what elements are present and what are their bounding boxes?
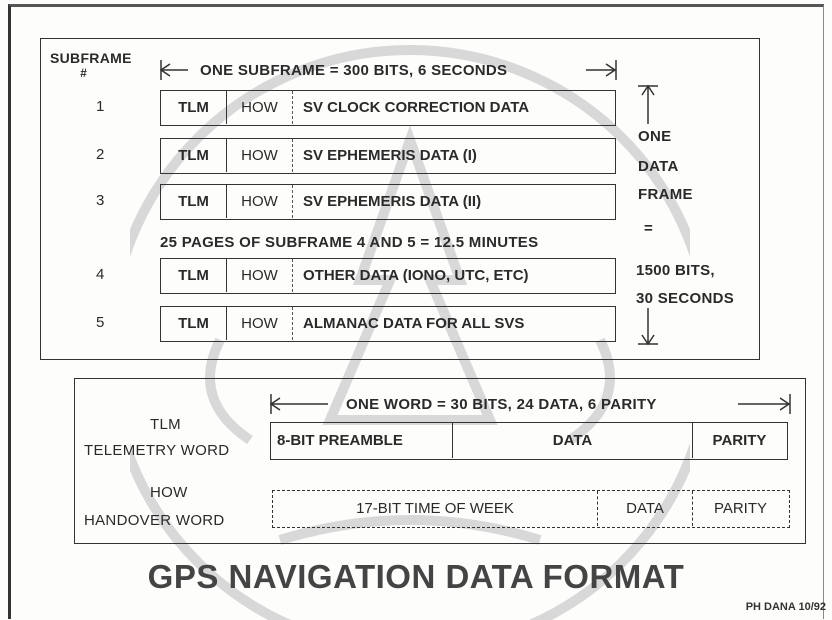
subframe-span-label: ONE SUBFRAME = 300 BITS, 6 SECONDS	[200, 62, 507, 79]
subframe-data-cell: ALMANAC DATA FOR ALL SVS	[293, 307, 613, 340]
subframe-tlm-cell-label: TLM	[178, 315, 209, 332]
credit-label: PH DANA 10/92	[746, 601, 826, 613]
subframe-data-cell-label: OTHER DATA (IONO, UTC, ETC)	[303, 267, 529, 284]
subframe-data-cell-label: SV EPHEMERIS DATA (II)	[303, 193, 481, 210]
how-tow-label: 17-BIT TIME OF WEEK	[356, 500, 514, 517]
subframe-hash-label: #	[80, 66, 87, 80]
tlm-word-bar: 8-BIT PREAMBLE DATA PARITY	[270, 422, 788, 460]
data-frame-line5: 30 SECONDS	[636, 290, 734, 307]
data-frame-up-arrow	[636, 84, 660, 128]
subframe-how-cell: HOW	[227, 259, 293, 292]
how-word-bar: 17-BIT TIME OF WEEK DATA PARITY	[272, 490, 790, 528]
subframe-how-cell: HOW	[227, 185, 293, 218]
data-frame-eq: =	[644, 220, 653, 237]
subframe-tlm-cell-label: TLM	[178, 99, 209, 116]
subframe-row: TLM HOW OTHER DATA (IONO, UTC, ETC)	[160, 258, 616, 294]
subframe-tlm-cell: TLM	[161, 139, 227, 172]
subframe-tlm-cell: TLM	[161, 185, 227, 218]
subframe-row: TLM HOW SV EPHEMERIS DATA (I)	[160, 138, 616, 174]
subframe-data-cell-label: ALMANAC DATA FOR ALL SVS	[303, 315, 524, 332]
data-frame-line3: FRAME	[638, 186, 693, 203]
subframe-data-cell: SV EPHEMERIS DATA (II)	[293, 185, 613, 218]
subframe-data-cell: OTHER DATA (IONO, UTC, ETC)	[293, 259, 613, 292]
tlm-preamble-label: 8-BIT PREAMBLE	[277, 432, 403, 449]
how-word-name: HANDOVER WORD	[84, 512, 225, 529]
subframe-how-cell: HOW	[227, 307, 293, 340]
subframe-number: 3	[96, 192, 105, 209]
tlm-preamble-cell: 8-BIT PREAMBLE	[271, 423, 453, 458]
tlm-data-label: DATA	[553, 432, 592, 449]
tlm-word-abbr: TLM	[150, 416, 181, 433]
tlm-parity-label: PARITY	[713, 432, 767, 449]
subframe-how-cell-label: HOW	[241, 147, 278, 164]
subframe-data-cell-label: SV EPHEMERIS DATA (I)	[303, 147, 477, 164]
subframe-row: TLM HOW SV CLOCK CORRECTION DATA	[160, 90, 616, 126]
subframe-number: 2	[96, 146, 105, 163]
subframe-data-cell: SV EPHEMERIS DATA (I)	[293, 139, 613, 172]
how-tow-cell: 17-BIT TIME OF WEEK	[273, 491, 598, 526]
pages-note: 25 PAGES OF SUBFRAME 4 AND 5 = 12.5 MINU…	[160, 234, 538, 251]
diagram-title: GPS NAVIGATION DATA FORMAT	[0, 558, 832, 596]
subframe-row: TLM HOW ALMANAC DATA FOR ALL SVS	[160, 306, 616, 342]
subframe-number: 1	[96, 98, 105, 115]
subframe-how-cell: HOW	[227, 139, 293, 172]
how-parity-label: PARITY	[714, 500, 767, 517]
data-frame-line4: 1500 BITS,	[636, 262, 715, 279]
word-span-label: ONE WORD = 30 BITS, 24 DATA, 6 PARITY	[346, 396, 657, 413]
subframe-data-cell-label: SV CLOCK CORRECTION DATA	[303, 99, 529, 116]
subframe-how-cell-label: HOW	[241, 99, 278, 116]
subframe-tlm-cell-label: TLM	[178, 147, 209, 164]
subframe-tlm-cell: TLM	[161, 259, 227, 292]
subframe-number: 4	[96, 266, 105, 283]
subframe-how-cell: HOW	[227, 91, 293, 124]
how-word-abbr: HOW	[150, 484, 188, 501]
how-data-cell: DATA	[598, 491, 693, 526]
how-parity-cell: PARITY	[693, 491, 788, 526]
how-data-label: DATA	[626, 500, 664, 517]
data-frame-line2: DATA	[638, 158, 679, 175]
subframe-number: 5	[96, 314, 105, 331]
subframe-tlm-cell: TLM	[161, 91, 227, 124]
subframe-how-cell-label: HOW	[241, 193, 278, 210]
data-frame-line1: ONE	[638, 128, 671, 145]
tlm-word-name: TELEMETRY WORD	[84, 442, 229, 459]
subframe-how-cell-label: HOW	[241, 267, 278, 284]
subframe-column-label: SUBFRAME	[50, 50, 132, 66]
subframe-tlm-cell: TLM	[161, 307, 227, 340]
tlm-parity-cell: PARITY	[693, 423, 786, 458]
tlm-data-cell: DATA	[453, 423, 693, 458]
data-frame-down-arrow	[636, 306, 660, 348]
subframe-row: TLM HOW SV EPHEMERIS DATA (II)	[160, 184, 616, 220]
subframe-tlm-cell-label: TLM	[178, 193, 209, 210]
subframe-data-cell: SV CLOCK CORRECTION DATA	[293, 91, 613, 124]
subframe-tlm-cell-label: TLM	[178, 267, 209, 284]
subframe-how-cell-label: HOW	[241, 315, 278, 332]
